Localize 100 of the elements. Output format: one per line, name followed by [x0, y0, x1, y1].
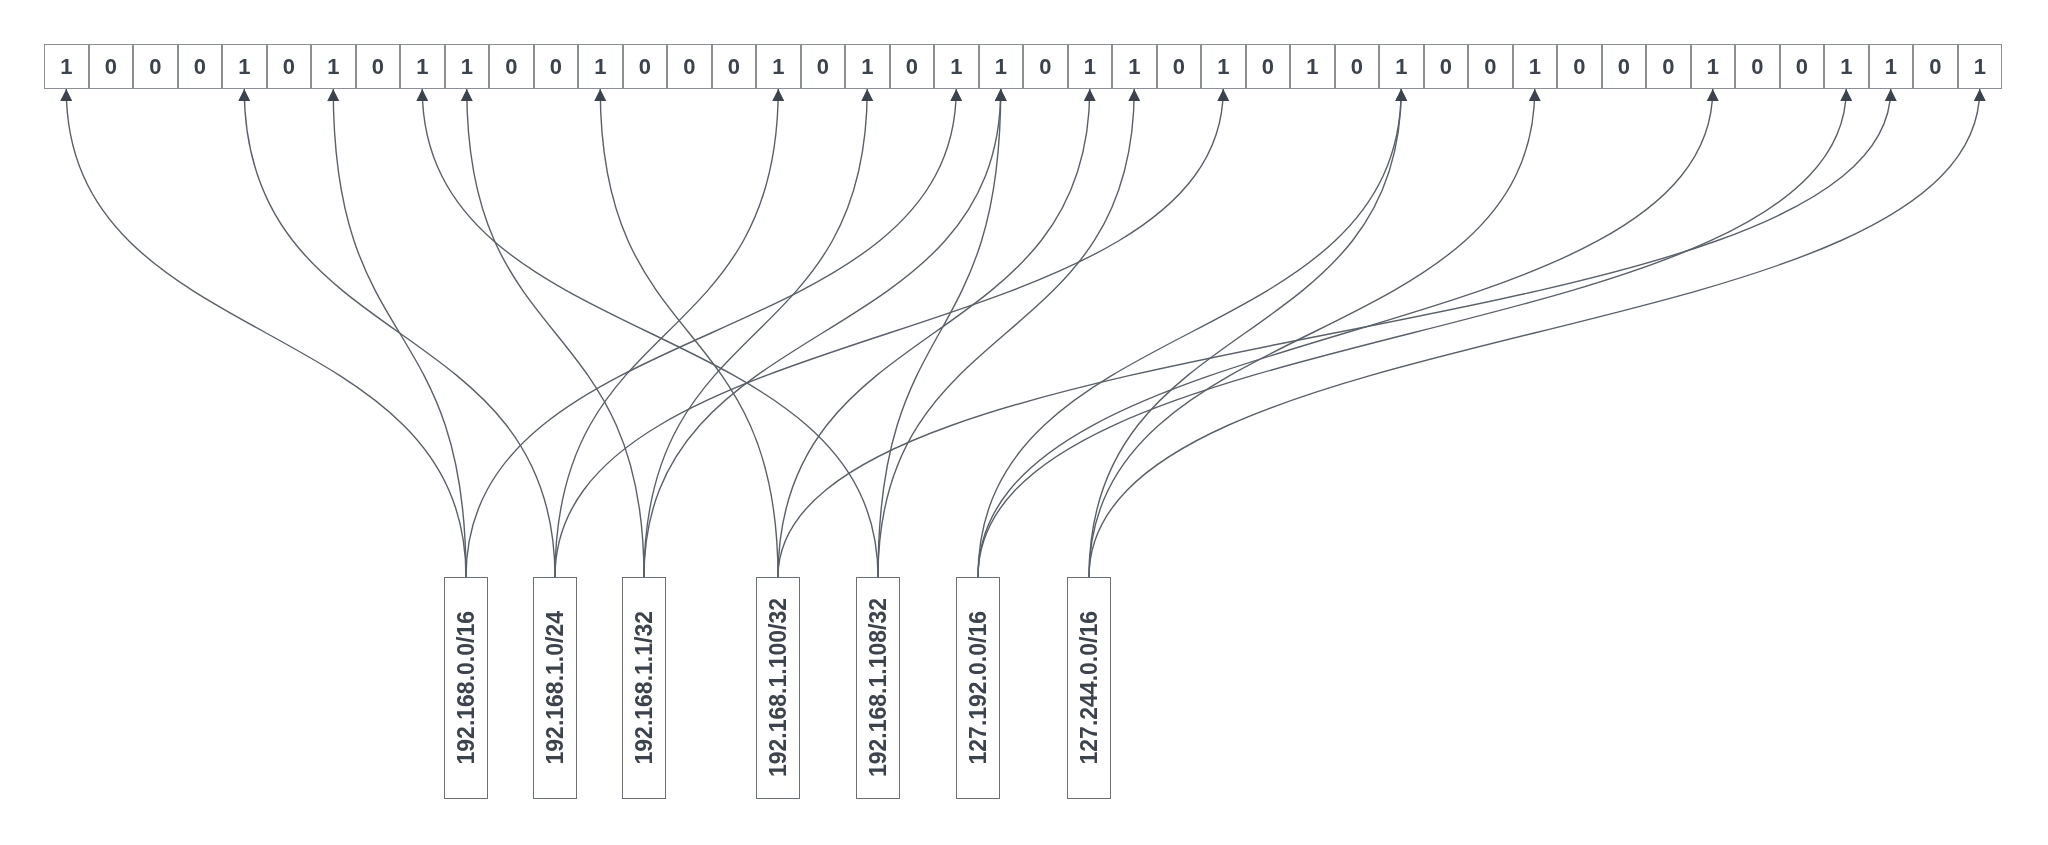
bit-value: 0 — [1662, 53, 1675, 81]
bit-cell — [889, 44, 934, 89]
bit-value: 1 — [1884, 53, 1897, 81]
bit-cell — [1468, 44, 1513, 89]
bit-value: 0 — [683, 53, 696, 81]
bit-cell — [44, 44, 89, 89]
bit-cell — [934, 44, 979, 89]
bit-cell — [1423, 44, 1468, 89]
bit-cell — [1646, 44, 1691, 89]
bit-value: 0 — [1261, 53, 1274, 81]
bit-cell — [1290, 44, 1335, 89]
bit-value: 0 — [193, 53, 206, 81]
bit-value: 0 — [638, 53, 651, 81]
bit-value: 1 — [861, 53, 874, 81]
bit-cell — [1779, 44, 1824, 89]
bit-value: 1 — [594, 53, 607, 81]
bit-value: 0 — [1617, 53, 1630, 81]
bit-cell — [1067, 44, 1112, 89]
ip-prefix-label: 192.168.1.108/32 — [863, 598, 892, 778]
bit-cell — [1512, 44, 1557, 89]
bit-value: 0 — [149, 53, 162, 81]
bit-value: 0 — [1172, 53, 1185, 81]
bit-value: 1 — [1128, 53, 1141, 81]
bit-cell — [711, 44, 756, 89]
bit-cell — [667, 44, 712, 89]
bit-value: 1 — [994, 53, 1007, 81]
bit-cell — [756, 44, 801, 89]
bit-cell — [1913, 44, 1958, 89]
bit-cell — [88, 44, 133, 89]
prefix-box — [856, 577, 900, 799]
bit-cell — [1023, 44, 1068, 89]
bit-value: 1 — [327, 53, 340, 81]
bit-value: 0 — [905, 53, 918, 81]
prefix-box — [956, 577, 1000, 799]
bit-value: 0 — [505, 53, 518, 81]
bit-cell — [266, 44, 311, 89]
bit-value: 1 — [416, 53, 429, 81]
prefix-box — [622, 577, 666, 799]
prefix-box — [533, 577, 577, 799]
bit-cell — [1201, 44, 1246, 89]
bit-value: 1 — [1706, 53, 1719, 81]
bit-value: 0 — [727, 53, 740, 81]
bit-value: 0 — [816, 53, 829, 81]
bit-value: 1 — [238, 53, 251, 81]
ip-prefix-label: 192.168.1.1/32 — [629, 611, 658, 765]
bit-cell — [400, 44, 445, 89]
bit-cell — [1156, 44, 1201, 89]
bit-cell — [1112, 44, 1157, 89]
prefix-box — [1067, 577, 1111, 799]
prefix-box — [756, 577, 800, 799]
bit-value: 1 — [1395, 53, 1408, 81]
bit-cell — [578, 44, 623, 89]
bit-value: 0 — [1484, 53, 1497, 81]
bit-cell — [845, 44, 890, 89]
bit-value: 0 — [1929, 53, 1942, 81]
bit-value: 0 — [1039, 53, 1052, 81]
bit-cell — [355, 44, 400, 89]
bit-cell — [533, 44, 578, 89]
bit-value: 1 — [772, 53, 785, 81]
bit-cell — [1601, 44, 1646, 89]
bit-value: 1 — [460, 53, 473, 81]
bit-value: 1 — [60, 53, 73, 81]
ip-prefix-label: 127.244.0.0/16 — [1074, 611, 1103, 765]
bit-cell — [1690, 44, 1735, 89]
bit-cell — [978, 44, 1023, 89]
bit-cell — [177, 44, 222, 89]
bit-cell — [1557, 44, 1602, 89]
bit-value: 0 — [371, 53, 384, 81]
bit-cell — [222, 44, 267, 89]
ip-prefix-label: 127.192.0.0/16 — [963, 611, 992, 765]
bit-cell — [444, 44, 489, 89]
bit-cell — [1735, 44, 1780, 89]
bit-value: 0 — [1795, 53, 1808, 81]
bit-cell — [1379, 44, 1424, 89]
bit-value: 0 — [1439, 53, 1452, 81]
bit-cell — [1868, 44, 1913, 89]
bit-value: 0 — [1573, 53, 1586, 81]
bit-value: 0 — [1350, 53, 1363, 81]
prefix-box — [444, 577, 488, 799]
bit-value: 1 — [1306, 53, 1319, 81]
bit-cell — [1957, 44, 2002, 89]
bit-value: 0 — [1751, 53, 1764, 81]
bit-cell — [800, 44, 845, 89]
bit-cell — [311, 44, 356, 89]
bit-cell — [1245, 44, 1290, 89]
bit-cell — [133, 44, 178, 89]
bit-value: 1 — [1528, 53, 1541, 81]
ip-prefix-label: 192.168.0.0/16 — [451, 611, 480, 765]
bit-cell — [489, 44, 534, 89]
bit-value: 1 — [1973, 53, 1986, 81]
bit-cell — [622, 44, 667, 89]
bit-value: 1 — [950, 53, 963, 81]
ip-prefix-label: 192.168.1.0/24 — [540, 611, 569, 765]
bit-cell — [1334, 44, 1379, 89]
bit-value: 0 — [282, 53, 295, 81]
ip-prefix-label: 192.168.1.100/32 — [763, 598, 792, 778]
bit-value: 0 — [104, 53, 117, 81]
bit-value: 0 — [549, 53, 562, 81]
bit-cell — [1824, 44, 1869, 89]
bit-value: 1 — [1083, 53, 1096, 81]
